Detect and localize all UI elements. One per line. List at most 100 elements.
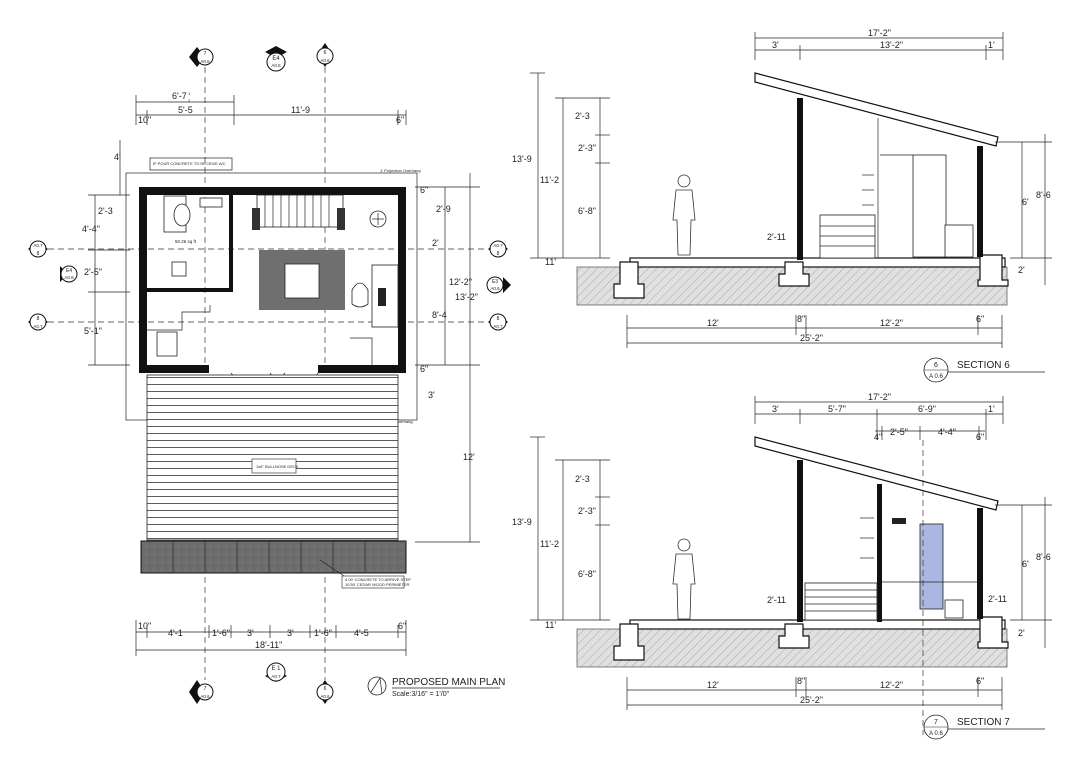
kitchen-cabinet [819,214,876,259]
svg-text:12': 12' [707,680,719,690]
marker-text-top: 8 [37,316,40,322]
marker-plan-right-e3[interactable]: E3 A0.6 [486,276,511,294]
floor-slab [629,619,1006,630]
svg-text:11': 11' [545,620,556,630]
section7-wall-mid [877,484,882,622]
svg-text:A 0.6: A 0.6 [929,374,943,380]
marker-plan-bottom-7[interactable]: 7 A0.6 [189,680,214,704]
section6-dims-left: 13'-9 2'-3 2'-3" 11'-2 6'-8" 2'-11 11' [512,72,786,267]
plan-dims-bottom: 10" 4'-1 1'-6" 3' 3' 1'-6" 4'-5 6" 18'-1… [135,620,407,656]
marker-plan-right-8-b[interactable]: 8 A0.7 [488,313,508,331]
section6-dims-top: 17'-2" 3' 13'-2" 1' [754,28,1004,60]
dim-right-1: 6" [420,185,428,195]
section7-title-block: 7 A 0.6 SECTION 7 [923,714,1045,740]
bath-wall [229,195,233,290]
dim-top-1: 6'-7 [172,91,187,101]
svg-text:3': 3' [287,628,294,638]
marker-plan-top-7[interactable]: 7 A0.6 [189,47,214,67]
svg-text:2'-11: 2'-11 [988,594,1007,604]
svg-text:8": 8" [797,676,805,686]
marker-text-top: 7 [204,51,207,57]
plan-title-block: PROPOSED MAIN PLAN Scale:3/16" = 1'/0" [367,676,505,698]
svg-text:17'-2": 17'-2" [868,28,891,38]
wall-south-left [139,365,209,373]
svg-text:6'-8": 6'-8" [578,569,596,579]
marker-plan-bottom-e1[interactable]: E 1 A0.7 [265,662,287,682]
marker-text-top: A0.7 [33,243,43,248]
marker-text-bot: A0.6 [271,63,281,68]
svg-text:25'-2": 25'-2" [800,695,823,705]
marker-text-top: E4 [272,56,280,62]
svg-text:13'-9: 13'-9 [512,517,532,527]
svg-text:6': 6' [1022,197,1029,207]
svg-text:8'-6: 8'-6 [1036,552,1051,562]
marker-text-bot: A0.6 [200,59,210,64]
svg-text:1'-6": 1'-6" [212,628,230,638]
dim-right-3: 2' [432,238,439,248]
svg-text:1': 1' [988,40,995,50]
marker-text-bot: A0.6 [490,286,500,291]
svg-text:6': 6' [1022,559,1029,569]
marker-text-top: 6 [324,686,327,692]
shower-unit [912,154,947,258]
dim-left-1: 4' [114,152,121,162]
svg-text:1: 1 [188,91,191,96]
svg-text:25'-2": 25'-2" [800,333,823,343]
marker-plan-bottom-6[interactable]: 6 A0.6 [316,680,334,704]
svg-text:8'-6: 8'-6 [1036,190,1051,200]
svg-text:8": 8" [797,314,805,324]
marker-plan-top-6[interactable]: 6 A0.6 [316,43,334,67]
marker-text-bot: A0.7 [33,324,43,329]
kitchen-cabinet [804,582,878,621]
section7-title: SECTION 7 [957,717,1010,728]
svg-text:12': 12' [707,318,719,328]
section6-wall-back [977,146,983,257]
section6-title-block: 6 A 0.6 SECTION 6 [923,357,1045,383]
marker-plan-right-8-a[interactable]: A0.7 8 [488,240,508,258]
svg-text:3': 3' [772,40,779,50]
marker-text-bot: A0.7 [271,674,281,679]
marker-plan-left-8-a[interactable]: A0.7 8 [28,240,48,258]
dim-right-4: 12'-2" [449,277,472,287]
floor-slab [629,257,1006,268]
marker-text-bot: 8 [497,251,500,257]
wall-north [139,187,406,195]
pad-note-1: 4.00' CONCRETE TO ARRIVE STEP [345,577,411,582]
svg-text:6'-8": 6'-8" [578,206,596,216]
svg-text:17'-2": 17'-2" [868,392,891,402]
svg-text:18'-11": 18'-11" [255,640,282,650]
marker-plan-left-8-b[interactable]: 8 A0.7 [28,313,48,331]
deck-note: 1x6" BULLNOSE DECK [256,464,299,469]
dim-left-4: 2'-5" [84,267,102,277]
marker-text-bot: A0.6 [200,694,210,699]
marker-plan-top-e4[interactable]: E4 A0.6 [265,46,287,72]
pad-note-2: 10.50' CEDAR WOOD PERIMETER [345,582,409,587]
section7-dims-left: 13'-9 2'-3 2'-3" 11'-2 6'-8" 2'-11 11' [512,436,786,630]
interior-stair [252,194,345,230]
dim-right-6: 8'-4 [432,310,447,320]
section6-title: SECTION 6 [957,360,1010,371]
svg-text:2'-11: 2'-11 [767,232,786,242]
plan-dims-left: 4' 2'-3 4'-4" 2'-5" 5'-1" [82,140,130,366]
bath-wall-south [147,288,233,292]
coffee-table [284,263,320,299]
dim-top-5: 6" [396,115,404,125]
wall-west [139,187,147,373]
projection-note-top: 1' Projection Overhang [380,168,421,173]
svg-text:6": 6" [976,676,984,686]
light-fixture-icon [892,518,906,524]
svg-text:4": 4" [874,432,882,442]
plan-dims-top: 6'-7 1 2 5'-5 11'-9 10" 6" [135,91,407,125]
marker-plan-left-e4[interactable]: E4 A0.6 [60,265,78,283]
section7-dims-right: 6' 8'-6 2'-11 2' [988,497,1052,648]
marker-text-bot: A0.7 [493,324,503,329]
section7-dims-bottom: 12' 8" 12'-2" 6" 25'-2" [626,676,1003,710]
svg-text:A 0.6: A 0.6 [929,731,943,737]
dim-right-5: 13'-2" [455,292,478,302]
marker-text-bot: A0.6 [320,694,330,699]
svg-text:6": 6" [398,621,406,631]
svg-text:6'-9": 6'-9" [918,404,936,414]
foundation-note-box [149,157,233,171]
deck-boards [146,374,399,541]
